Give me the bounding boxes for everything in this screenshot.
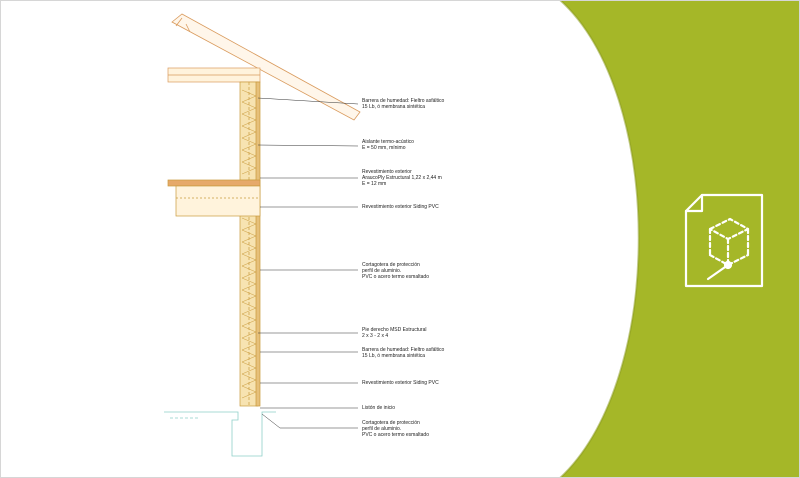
callout-9-line-1: Listón de inicio xyxy=(362,405,396,411)
callout-5: Cortagotera de protección perfil de alum… xyxy=(362,262,429,280)
callout-2-line-1: Aislante termo-acústico xyxy=(362,139,414,145)
callout-2-line-2: E = 50 mm, mínimo xyxy=(362,145,406,151)
wall-section xyxy=(239,81,261,407)
foundation xyxy=(164,411,276,457)
callout-10: Cortagotera de protección perfil de alum… xyxy=(362,420,429,438)
floor-slab xyxy=(167,179,261,217)
callout-6: Pie derecho MSD Estructural 2 x 3 - 2 x … xyxy=(362,327,426,339)
accent-panel xyxy=(560,0,800,478)
callout-8: Revestimiento exterior Siding PVC xyxy=(362,380,439,386)
callout-3-line-2: AraucoPly Estructural 1,22 x 2,44 m xyxy=(362,175,442,181)
leader-line xyxy=(261,413,281,429)
callout-4-line-1: Revestimiento exterior Siding PVC xyxy=(362,204,439,210)
accent-panel-shadow xyxy=(559,0,640,478)
callout-7-line-1: Barrera de humedad: Fieltro asfáltico xyxy=(362,347,445,353)
callout-10-line-3: PVC o acero termo esmaltado xyxy=(362,432,429,438)
callout-7-line-2: 15 Lb, ó membrana sintética xyxy=(362,353,426,359)
callout-5-line-1: Cortagotera de protección xyxy=(362,262,420,268)
callout-6-line-1: Pie derecho MSD Estructural xyxy=(362,327,427,333)
callout-3-line-3: E = 12 mm xyxy=(362,181,387,187)
callout-1-line-2: 15 Lb, ó membrana sintética xyxy=(362,104,426,110)
callout-10-line-2: perfil de aluminio. xyxy=(362,426,402,432)
insulation-pattern-lower xyxy=(241,217,257,399)
roof-rafter xyxy=(171,13,361,121)
callout-4: Revestimiento exterior Siding PVC xyxy=(362,204,439,210)
callout-7: Barrera de humedad: Fieltro asfáltico 15… xyxy=(362,347,444,359)
leader-lines xyxy=(257,97,359,429)
top-plate xyxy=(167,67,261,83)
insulation-pattern xyxy=(241,89,257,175)
callout-3: Revestimiento exterior AraucoPly Estruct… xyxy=(362,169,442,187)
callout-1: Barrera de humedad: Fieltro asfáltico 15… xyxy=(362,98,444,110)
callout-3-line-1: Revestimiento exterior xyxy=(362,169,412,175)
callout-6-line-2: 2 x 3 - 2 x 4 xyxy=(362,333,389,339)
callout-2: Aislante termo-acústico E = 50 mm, mínim… xyxy=(362,139,414,151)
document-3d-cube-icon xyxy=(684,193,764,288)
callout-8-line-1: Revestimiento exterior Siding PVC xyxy=(362,380,439,386)
leader-line xyxy=(257,97,359,105)
callout-9: Listón de inicio xyxy=(362,405,395,411)
callout-5-line-2: perfil de aluminio. xyxy=(362,268,402,274)
leader-line xyxy=(257,144,359,147)
callout-10-line-1: Cortagotera de protección xyxy=(362,420,420,426)
callout-5-line-3: PVC o acero termo esmaltado xyxy=(362,274,429,280)
callout-1-line-1: Barrera de humedad: Fieltro asfáltico xyxy=(362,98,445,104)
